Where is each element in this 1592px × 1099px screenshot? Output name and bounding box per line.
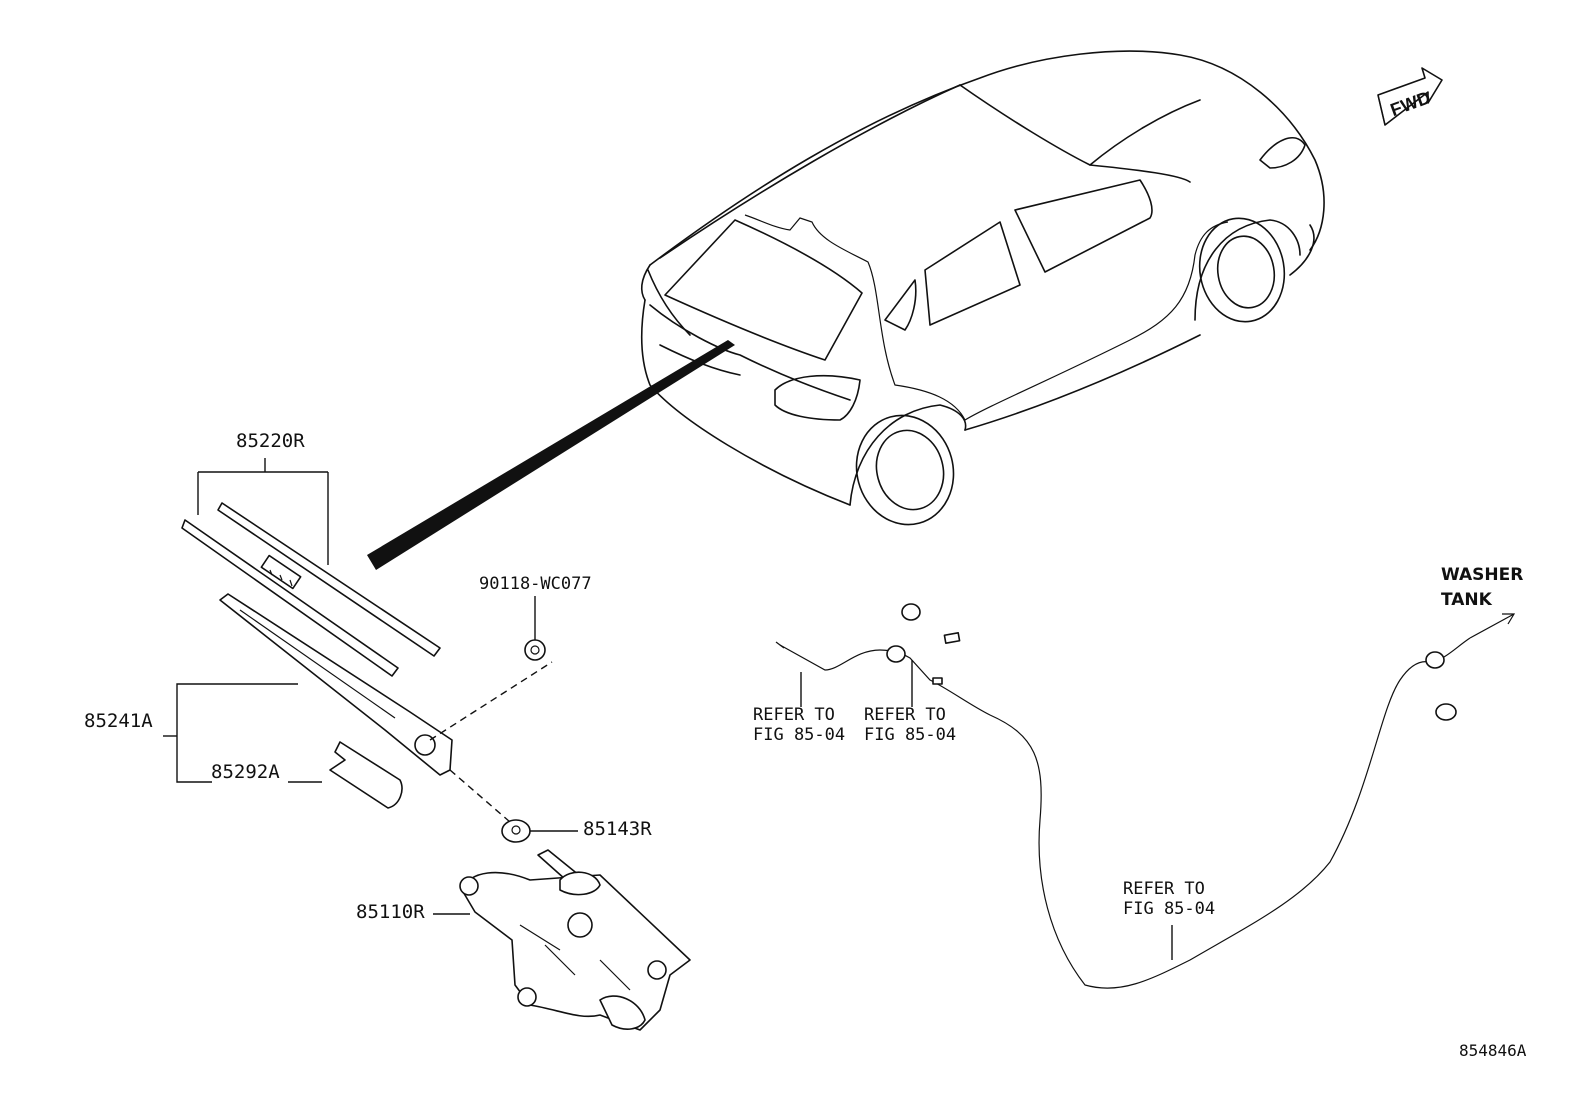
washer-hose bbox=[775, 603, 1471, 989]
label-85220R: 85220R bbox=[236, 430, 305, 452]
label-washer: WASHER bbox=[1441, 565, 1524, 585]
nut-90118 bbox=[524, 639, 546, 661]
refer-note-1-line1: REFER TO bbox=[753, 705, 835, 725]
fwd-arrow-icon: FWD bbox=[1377, 67, 1443, 126]
refer-note-3: REFER TO FIG 85-04 bbox=[1123, 879, 1215, 919]
label-tank: TANK bbox=[1441, 590, 1492, 610]
figure-id: 854846A bbox=[1459, 1041, 1527, 1060]
refer-note-3-line2: FIG 85-04 bbox=[1123, 899, 1216, 919]
wiper-motor-85110R bbox=[459, 849, 691, 1031]
grommet-85143R bbox=[501, 819, 531, 843]
wiper-arm-85241A bbox=[219, 593, 453, 776]
install-line-grommet bbox=[449, 769, 511, 823]
refer-note-1: REFER TO FIG 85-04 bbox=[753, 705, 845, 745]
refer-note-2-line1: REFER TO bbox=[864, 705, 946, 725]
callout-wedge bbox=[367, 340, 735, 570]
label-85110R: 85110R bbox=[356, 901, 425, 923]
refer-note-2: REFER TO FIG 85-04 bbox=[864, 705, 956, 745]
refer-note-3-line1: REFER TO bbox=[1123, 879, 1205, 899]
vehicle-outline bbox=[640, 50, 1325, 526]
leader-lines bbox=[163, 458, 1173, 960]
wiper-blade-85220R bbox=[181, 502, 441, 677]
label-85143R: 85143R bbox=[583, 818, 652, 840]
washer-direction-arrow-icon bbox=[1469, 613, 1516, 639]
cover-85292A bbox=[329, 741, 403, 809]
install-line-nut bbox=[429, 661, 553, 741]
refer-note-2-line2: FIG 85-04 bbox=[864, 725, 957, 745]
refer-note-1-line2: FIG 85-04 bbox=[753, 725, 846, 745]
label-85292A: 85292A bbox=[211, 761, 280, 783]
label-90118-WC077: 90118-WC077 bbox=[479, 574, 592, 594]
label-85241A: 85241A bbox=[84, 710, 153, 732]
